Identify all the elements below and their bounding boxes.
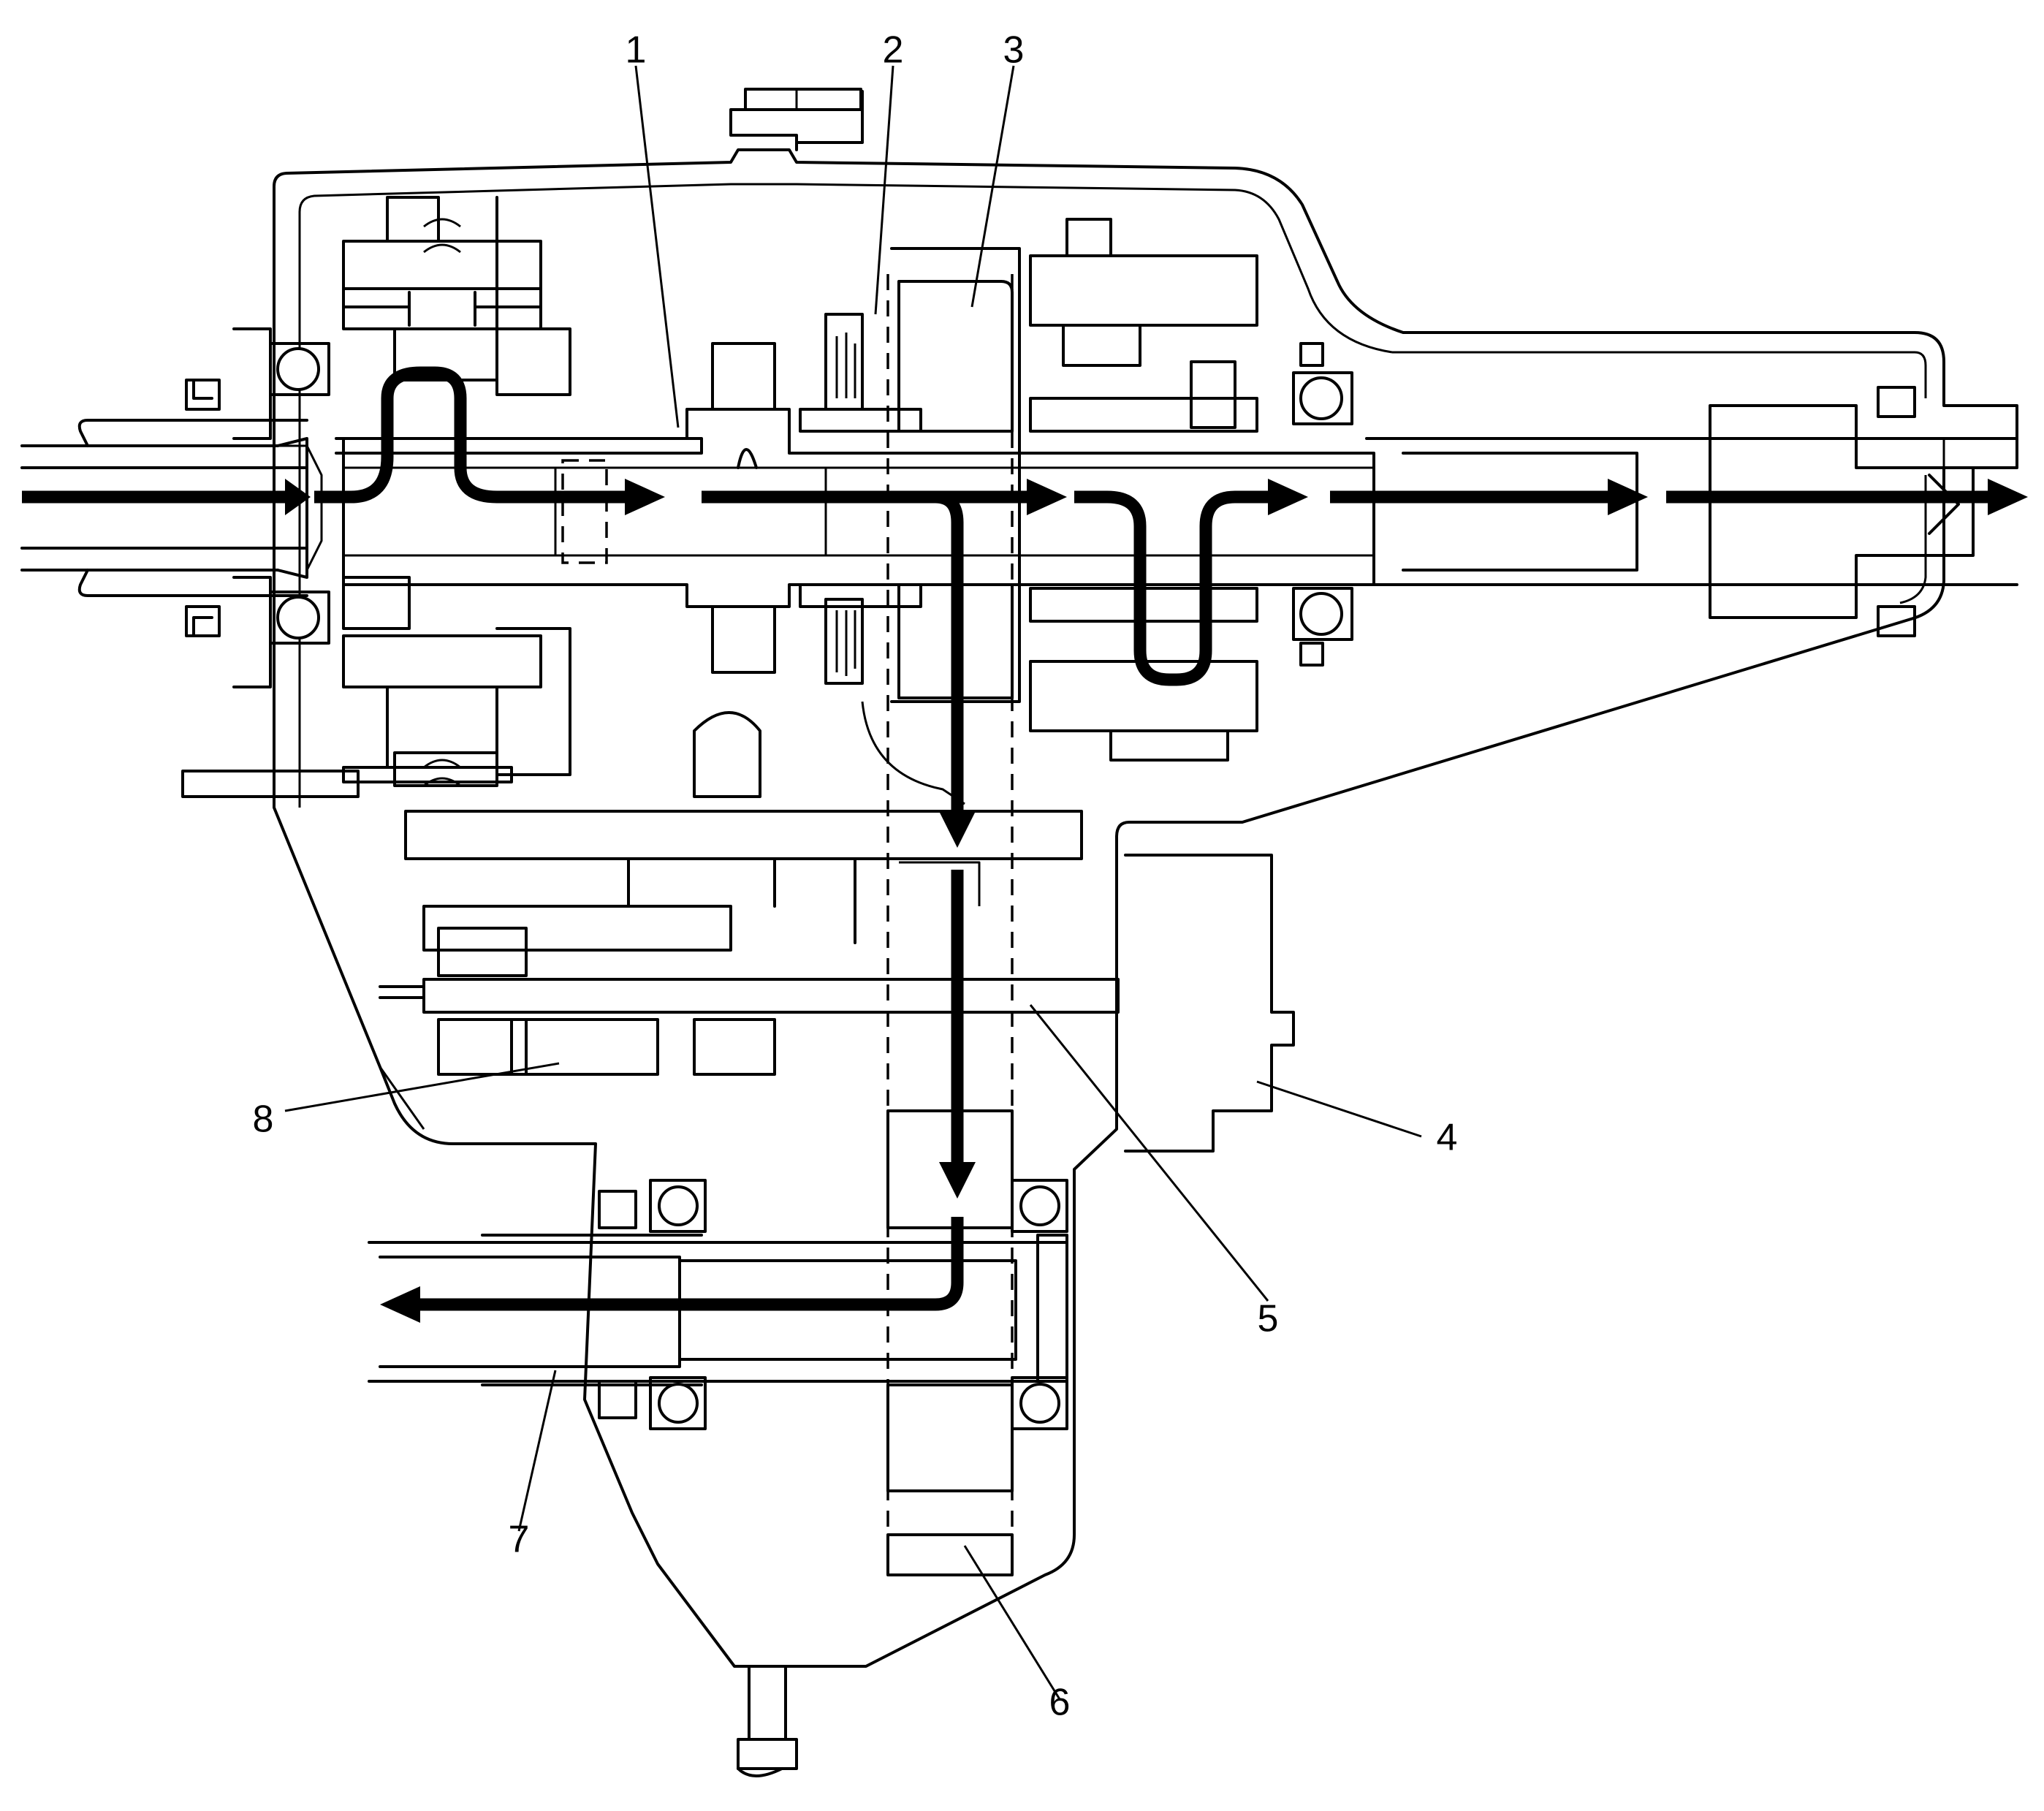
- callout-8: 8: [253, 1098, 274, 1141]
- callout-1: 1: [626, 29, 647, 72]
- callout-3: 3: [1003, 29, 1025, 72]
- housing-outline: [273, 88, 2018, 1668]
- leader-lines: [284, 65, 1422, 1700]
- callout-4: 4: [1437, 1117, 1458, 1159]
- rear-output-shaft: [1365, 386, 2018, 637]
- shift-fork-assembly: [181, 701, 1295, 1153]
- rear-gears: [1029, 218, 1353, 762]
- input-shaft: [20, 327, 330, 688]
- front-output-assembly: [368, 1109, 1068, 1777]
- callout-6: 6: [1049, 1682, 1071, 1724]
- power-flow-arrows: [22, 366, 2028, 1323]
- callout-7: 7: [509, 1519, 530, 1561]
- callout-2: 2: [883, 29, 904, 72]
- callout-5: 5: [1258, 1298, 1279, 1340]
- callout-labels: 1 2 3 4 5 6 7 8: [253, 29, 1458, 1724]
- clutch-pack: [799, 313, 922, 685]
